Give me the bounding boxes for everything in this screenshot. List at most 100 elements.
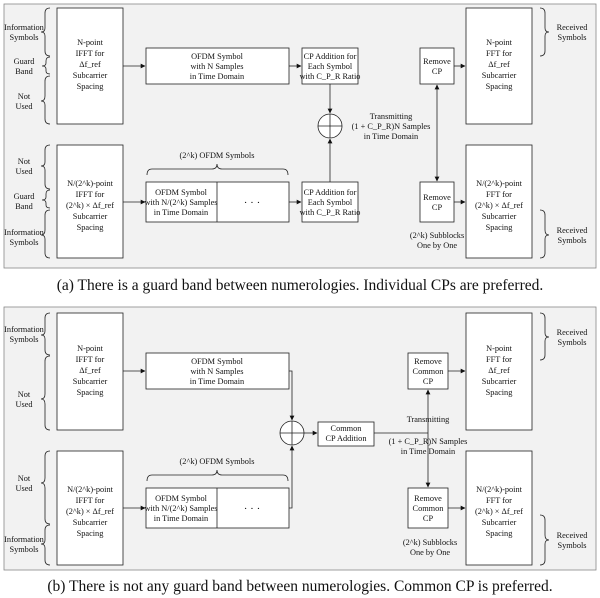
left-label-notused: Used <box>15 484 33 493</box>
brace <box>41 189 51 209</box>
cp-top-block <box>301 47 359 85</box>
fft-bottom-block <box>465 450 533 566</box>
fft-top-label: Δf_ref <box>488 60 510 69</box>
received-label: Symbols <box>557 236 586 245</box>
fft-top-label: Subcarrier <box>482 377 517 386</box>
ifft-bottom-block <box>56 450 124 566</box>
received-label: Symbols <box>557 33 586 42</box>
ifft-top-block <box>56 312 124 431</box>
left-label-notused: Not <box>18 157 31 166</box>
ifft-bottom-label: IFFT for <box>76 190 105 199</box>
common-cp-label: CP Addition <box>326 434 368 443</box>
ofdm-top-label: in Time Domain <box>190 377 245 386</box>
ofdm-top-block <box>145 352 290 390</box>
remove-common-cp-bottom-label: Remove <box>414 494 442 503</box>
common-cp-block <box>317 421 375 447</box>
left-label-guard: Guard <box>14 192 36 201</box>
left-label-info: Symbols <box>9 33 38 42</box>
left-label-info: Symbols <box>9 335 38 344</box>
brace <box>40 209 51 259</box>
left-label-notused: Not <box>18 474 31 483</box>
ofdm-top-label: OFDM Symbol <box>191 357 244 366</box>
transmit-label: in Time Domain <box>364 132 419 141</box>
left-label-info: Information <box>4 228 44 237</box>
left-label-notused: Used <box>15 102 33 111</box>
ofdm-bottom-label: with N/(2^k) Samples <box>144 504 217 513</box>
fft-top-label: Δf_ref <box>488 366 510 375</box>
remove-common-cp-bottom-label: CP <box>423 514 434 523</box>
ofdm-bottom-block <box>145 487 290 529</box>
fft-bottom-label: Subcarrier <box>482 212 517 221</box>
received-label: Received <box>557 226 589 235</box>
ifft-top-label: Δf_ref <box>79 60 101 69</box>
ofdm-bottom-label: in Time Domain <box>154 208 209 217</box>
fft-bottom-label: (2^k) × Δf_ref <box>475 507 523 516</box>
transmit-label: in Time Domain <box>401 447 456 456</box>
ifft-top-label: IFFT for <box>76 355 105 364</box>
fft-top-label: FFT for <box>486 49 512 58</box>
brace <box>40 144 51 190</box>
left-label-guard: Band <box>15 202 33 211</box>
received-label: Symbols <box>557 541 586 550</box>
left-label-info: Information <box>4 23 44 32</box>
ifft-top-label: Δf_ref <box>79 366 101 375</box>
left-label-info: Symbols <box>9 545 38 554</box>
remove-common-cp-bottom-block <box>407 487 449 529</box>
ifft-top-label: Spacing <box>77 82 104 91</box>
bracket <box>146 163 289 176</box>
fft-bottom-label: Subcarrier <box>482 518 517 527</box>
panel-b-text: Information Symbols Not Used Not Used In… <box>4 325 588 557</box>
panel-a-text: Information Symbols Guard Band Not Used … <box>4 23 588 250</box>
remove-cp-top-label: CP <box>432 67 443 76</box>
ifft-top-label: N-point <box>77 344 104 353</box>
received-label: Received <box>557 328 589 337</box>
ifft-top-label: IFFT for <box>76 49 105 58</box>
ifft-bottom-label: Subcarrier <box>73 518 108 527</box>
ofdm-top-label: with N Samples <box>190 367 243 376</box>
received-label: Received <box>557 531 589 540</box>
remove-common-cp-top-label: Common <box>413 367 445 376</box>
remove-cp-bottom-label: CP <box>432 203 443 212</box>
transmit-label: Transmitting <box>370 112 413 121</box>
left-label-notused: Not <box>18 92 31 101</box>
ofdm-bottom-label: with N/(2^k) Samples <box>144 198 217 207</box>
brace <box>40 524 51 566</box>
ofdm-bottom-block <box>145 181 290 223</box>
left-label-info: Information <box>4 325 44 334</box>
dots: · · · <box>244 197 261 209</box>
fft-bottom-label: (2^k) × Δf_ref <box>475 201 523 210</box>
ifft-bottom-label: Spacing <box>77 529 104 538</box>
brace <box>40 450 51 525</box>
ofdm-bottom-label: OFDM Symbol <box>155 188 208 197</box>
panel-a <box>3 3 597 269</box>
ifft-bottom-label: IFFT for <box>76 496 105 505</box>
ifft-top-label: Spacing <box>77 388 104 397</box>
fft-top-label: N-point <box>486 344 513 353</box>
brace <box>41 56 51 75</box>
ofdm-top-label: in Time Domain <box>190 72 245 81</box>
ofdm-top-label: with N Samples <box>190 62 243 71</box>
remove-cp-top-block <box>419 47 455 85</box>
remove-common-cp-top-label: Remove <box>414 357 442 366</box>
cp-top-label: CP Addition for <box>304 52 357 61</box>
fft-bottom-label: N/(2^k)-point <box>476 485 523 494</box>
caption-a: (a) There is a guard band between numero… <box>57 277 544 294</box>
ifft-bottom-label: N/(2^k)-point <box>67 179 114 188</box>
brace <box>40 75 51 125</box>
ofdm-bottom-label: OFDM Symbol <box>155 494 208 503</box>
fft-top-label: FFT for <box>486 355 512 364</box>
fft-top-block <box>465 312 533 431</box>
panel-b <box>3 306 597 571</box>
common-cp-label: Common <box>331 424 363 433</box>
brace <box>539 7 550 57</box>
remove-common-cp-top-block <box>407 352 449 390</box>
ifft-bottom-label: Spacing <box>77 223 104 232</box>
ofdm-top-label: OFDM Symbol <box>191 52 244 61</box>
ifft-bottom-label: (2^k) × Δf_ref <box>66 201 114 210</box>
ofdm-top-block <box>145 47 290 85</box>
cp-top-label: with C_P_R Ratio <box>300 72 361 81</box>
cp-bottom-label: with C_P_R Ratio <box>300 208 361 217</box>
left-label-notused: Used <box>15 167 33 176</box>
transmit-label: (1 + C_P_R)N Samples <box>352 122 431 131</box>
cp-bottom-label: Each Symbol <box>308 198 353 207</box>
